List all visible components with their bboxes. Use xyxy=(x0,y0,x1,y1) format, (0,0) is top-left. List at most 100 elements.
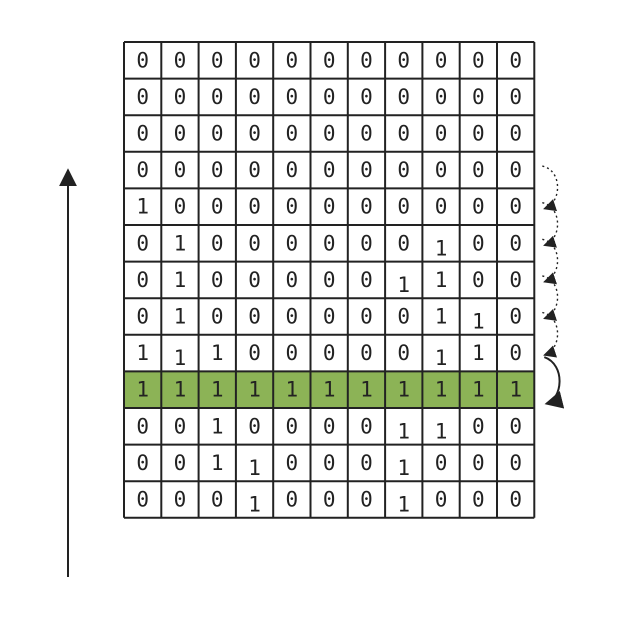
dotted-curved-arrow xyxy=(542,202,559,248)
grid-cell-value: 0 xyxy=(286,85,299,109)
grid-cell-value: 0 xyxy=(248,48,261,72)
grid-cell-value: 1 xyxy=(472,378,485,402)
grid-cell-value: 0 xyxy=(397,85,410,109)
grid-cell-value: 0 xyxy=(323,85,336,109)
grid-cell-value: 0 xyxy=(174,451,187,475)
grid-cell-value: 0 xyxy=(472,48,485,72)
grid-cell-value: 0 xyxy=(323,414,336,438)
grid-cell-value: 0 xyxy=(174,48,187,72)
grid-cell-value: 0 xyxy=(472,195,485,219)
grid-cell-value: 1 xyxy=(211,451,224,475)
grid-cell-value: 0 xyxy=(435,48,448,72)
grid-cell-value: 0 xyxy=(136,268,149,292)
grid-cell-value: 0 xyxy=(360,268,373,292)
solid-curved-arrow xyxy=(543,356,565,409)
grid-cell-value: 1 xyxy=(286,378,299,402)
grid-cell-value: 0 xyxy=(360,231,373,255)
grid-cell-value: 0 xyxy=(286,158,299,182)
grid-cell-value: 0 xyxy=(323,268,336,292)
grid-cell-value: 0 xyxy=(509,341,522,365)
grid-cell-value: 0 xyxy=(248,341,261,365)
grid-cell-value: 0 xyxy=(211,231,224,255)
grid-cell-value: 0 xyxy=(286,414,299,438)
grid-cell-value: 0 xyxy=(360,48,373,72)
grid-cell-value: 1 xyxy=(435,378,448,402)
grid-cell-value: 0 xyxy=(509,158,522,182)
grid-cell-value: 0 xyxy=(211,268,224,292)
grid-cell-value: 0 xyxy=(248,414,261,438)
grid-cell-value: 1 xyxy=(323,378,336,402)
grid-cell-value: 0 xyxy=(286,488,299,512)
grid-cell-value: 1 xyxy=(174,305,187,329)
grid-cell-value: 0 xyxy=(360,488,373,512)
grid-cell-value: 1 xyxy=(248,378,261,402)
grid-cell-value: 0 xyxy=(397,341,410,365)
grid-cell-value: 1 xyxy=(174,231,187,255)
grid-cell-value: 0 xyxy=(323,231,336,255)
grid-cell-value: 1 xyxy=(397,378,410,402)
grid-cell-value: 0 xyxy=(323,488,336,512)
grid-cell-value: 0 xyxy=(211,195,224,219)
grid-cell-value: 0 xyxy=(136,451,149,475)
grid-cell-value: 0 xyxy=(211,305,224,329)
grid-cell-value: 0 xyxy=(435,488,448,512)
grid-cell-value: 0 xyxy=(397,305,410,329)
grid-cell-value: 1 xyxy=(472,341,485,365)
grid-cell-value: 0 xyxy=(360,195,373,219)
grid-cell-value: 0 xyxy=(472,268,485,292)
grid-cell-value: 0 xyxy=(397,231,410,255)
grid-cell-value: 0 xyxy=(286,195,299,219)
grid-cell-value: 1 xyxy=(435,305,448,329)
grid-cell-value: 0 xyxy=(509,195,522,219)
grid-cell-value: 0 xyxy=(248,305,261,329)
grid-cell-value: 0 xyxy=(211,48,224,72)
grid-cell-value: 0 xyxy=(509,451,522,475)
grid-cell-value: 0 xyxy=(136,85,149,109)
grid-cell-value: 1 xyxy=(360,378,373,402)
grid-cell-value: 0 xyxy=(174,158,187,182)
grid-cell-value: 0 xyxy=(360,451,373,475)
grid-cell-value: 0 xyxy=(509,85,522,109)
grid-cell-value: 0 xyxy=(435,158,448,182)
grid-cell-value: 0 xyxy=(136,414,149,438)
grid-cell-value: 0 xyxy=(323,122,336,146)
grid-cell-value: 0 xyxy=(286,231,299,255)
grid-cell-value: 0 xyxy=(397,195,410,219)
grid-cell-value: 0 xyxy=(174,414,187,438)
grid-cell-value: 0 xyxy=(360,305,373,329)
grid-cell-value: 0 xyxy=(286,268,299,292)
grid-cell-value: 0 xyxy=(248,195,261,219)
row-transition-arrows xyxy=(542,165,565,409)
grid-cell-value: 0 xyxy=(509,122,522,146)
grid-cell-value: 0 xyxy=(248,122,261,146)
grid-cell-value: 0 xyxy=(472,488,485,512)
grid-cell-value: 0 xyxy=(397,122,410,146)
grid-cell-value: 0 xyxy=(435,85,448,109)
grid-cell-value: 0 xyxy=(286,122,299,146)
grid-cell-value: 1 xyxy=(435,346,448,370)
grid-cell-value: 0 xyxy=(435,451,448,475)
grid-cell-value: 0 xyxy=(472,122,485,146)
grid-cell-value: 1 xyxy=(136,195,149,219)
grid-cell-value: 0 xyxy=(323,451,336,475)
grid-cell-value: 0 xyxy=(211,158,224,182)
grid-cell-value: 0 xyxy=(360,122,373,146)
grid-cell-value: 0 xyxy=(136,122,149,146)
grid-cell-value: 0 xyxy=(248,268,261,292)
grid-cell-value: 0 xyxy=(323,305,336,329)
grid-cell-value: 0 xyxy=(509,268,522,292)
grid-cell-value: 0 xyxy=(360,158,373,182)
grid-cell-value: 0 xyxy=(509,231,522,255)
grid-cell-value: 1 xyxy=(397,493,410,517)
grid-cell-value: 0 xyxy=(472,414,485,438)
grid-cell-value: 0 xyxy=(174,85,187,109)
grid-cell-value: 1 xyxy=(397,273,410,297)
grid-cell-value: 0 xyxy=(136,158,149,182)
grid-cell-value: 0 xyxy=(248,231,261,255)
grid-cell-value: 1 xyxy=(435,419,448,443)
grid-cell-value: 1 xyxy=(211,414,224,438)
grid-cell-value: 0 xyxy=(211,85,224,109)
grid-cell-value: 0 xyxy=(509,305,522,329)
